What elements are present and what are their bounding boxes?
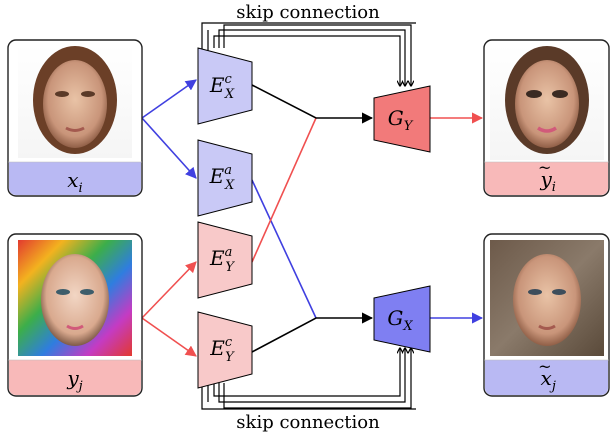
card-y-tilde-i: ~yi xyxy=(483,39,610,197)
skip-connection-bottom-lines xyxy=(213,348,411,409)
svg-text:EcX: EcX xyxy=(209,72,235,102)
ec-y-sub: Y xyxy=(225,350,235,365)
cross-connections xyxy=(251,84,374,353)
skip-connection-top-lines xyxy=(213,24,411,86)
generator-g-x: GX xyxy=(373,285,431,353)
svg-text:EaY: EaY xyxy=(209,245,235,275)
svg-text:~xj: ~xj xyxy=(538,357,556,394)
g-x-sub: X xyxy=(402,319,413,334)
arrows-x-to-encoders xyxy=(141,79,197,179)
face-image-x-i xyxy=(18,44,132,158)
y-j-sub: j xyxy=(76,379,83,394)
face-image-y-j xyxy=(18,240,132,356)
skip-connection-top-label: skip connection xyxy=(236,2,380,23)
ec-y-sup: c xyxy=(225,335,233,350)
ec-x-sub: X xyxy=(224,87,235,102)
card-x-i: xi xyxy=(7,39,143,197)
g-x-base: G xyxy=(387,306,403,330)
ea-x-sub: X xyxy=(224,178,235,193)
skip-connection-top-box xyxy=(201,22,416,52)
face-image-x-tilde-j xyxy=(490,240,604,356)
ea-x-base: E xyxy=(209,164,225,188)
svg-text:EaX: EaX xyxy=(209,163,235,193)
ea-x-sup: a xyxy=(224,163,232,178)
y-tilde-i-tilde: ~ xyxy=(538,158,551,177)
face-image-y-tilde-i xyxy=(490,44,604,160)
svg-text:GY: GY xyxy=(388,106,414,134)
svg-text:GX: GX xyxy=(387,306,413,334)
svg-text:yj: yj xyxy=(66,366,82,394)
ec-x-sup: c xyxy=(225,72,233,87)
x-i-sub: i xyxy=(79,181,83,196)
x-tilde-j-tilde: ~ xyxy=(538,357,551,376)
ec-x-base: E xyxy=(209,73,225,97)
ea-y-sup: a xyxy=(225,245,233,260)
svg-text:~yi: ~yi xyxy=(538,158,556,195)
card-y-j: yj xyxy=(7,233,143,397)
y-tilde-i-sub: i xyxy=(552,180,556,195)
ea-y-sub: Y xyxy=(225,260,235,275)
x-tilde-j-name: x xyxy=(541,366,552,390)
x-i-name: x xyxy=(67,168,78,192)
generator-g-y: GY xyxy=(373,85,431,153)
card-x-tilde-j: ~xj xyxy=(483,233,610,397)
skip-connection-bottom-label: skip connection xyxy=(236,412,380,433)
skip-connection-bottom-box xyxy=(201,380,416,410)
svg-text:xi: xi xyxy=(67,168,82,196)
arrows-y-to-encoders xyxy=(141,261,197,357)
g-y-sub: Y xyxy=(404,119,414,134)
ea-y-base: E xyxy=(209,246,225,270)
ec-y-base: E xyxy=(209,336,225,360)
g-y-base: G xyxy=(388,106,404,130)
generator-output-arrows xyxy=(430,112,484,324)
svg-text:EcY: EcY xyxy=(209,335,235,365)
x-tilde-j-sub: j xyxy=(549,379,556,394)
y-j-name: y xyxy=(66,366,79,390)
y-tilde-i-name: y xyxy=(539,167,552,191)
